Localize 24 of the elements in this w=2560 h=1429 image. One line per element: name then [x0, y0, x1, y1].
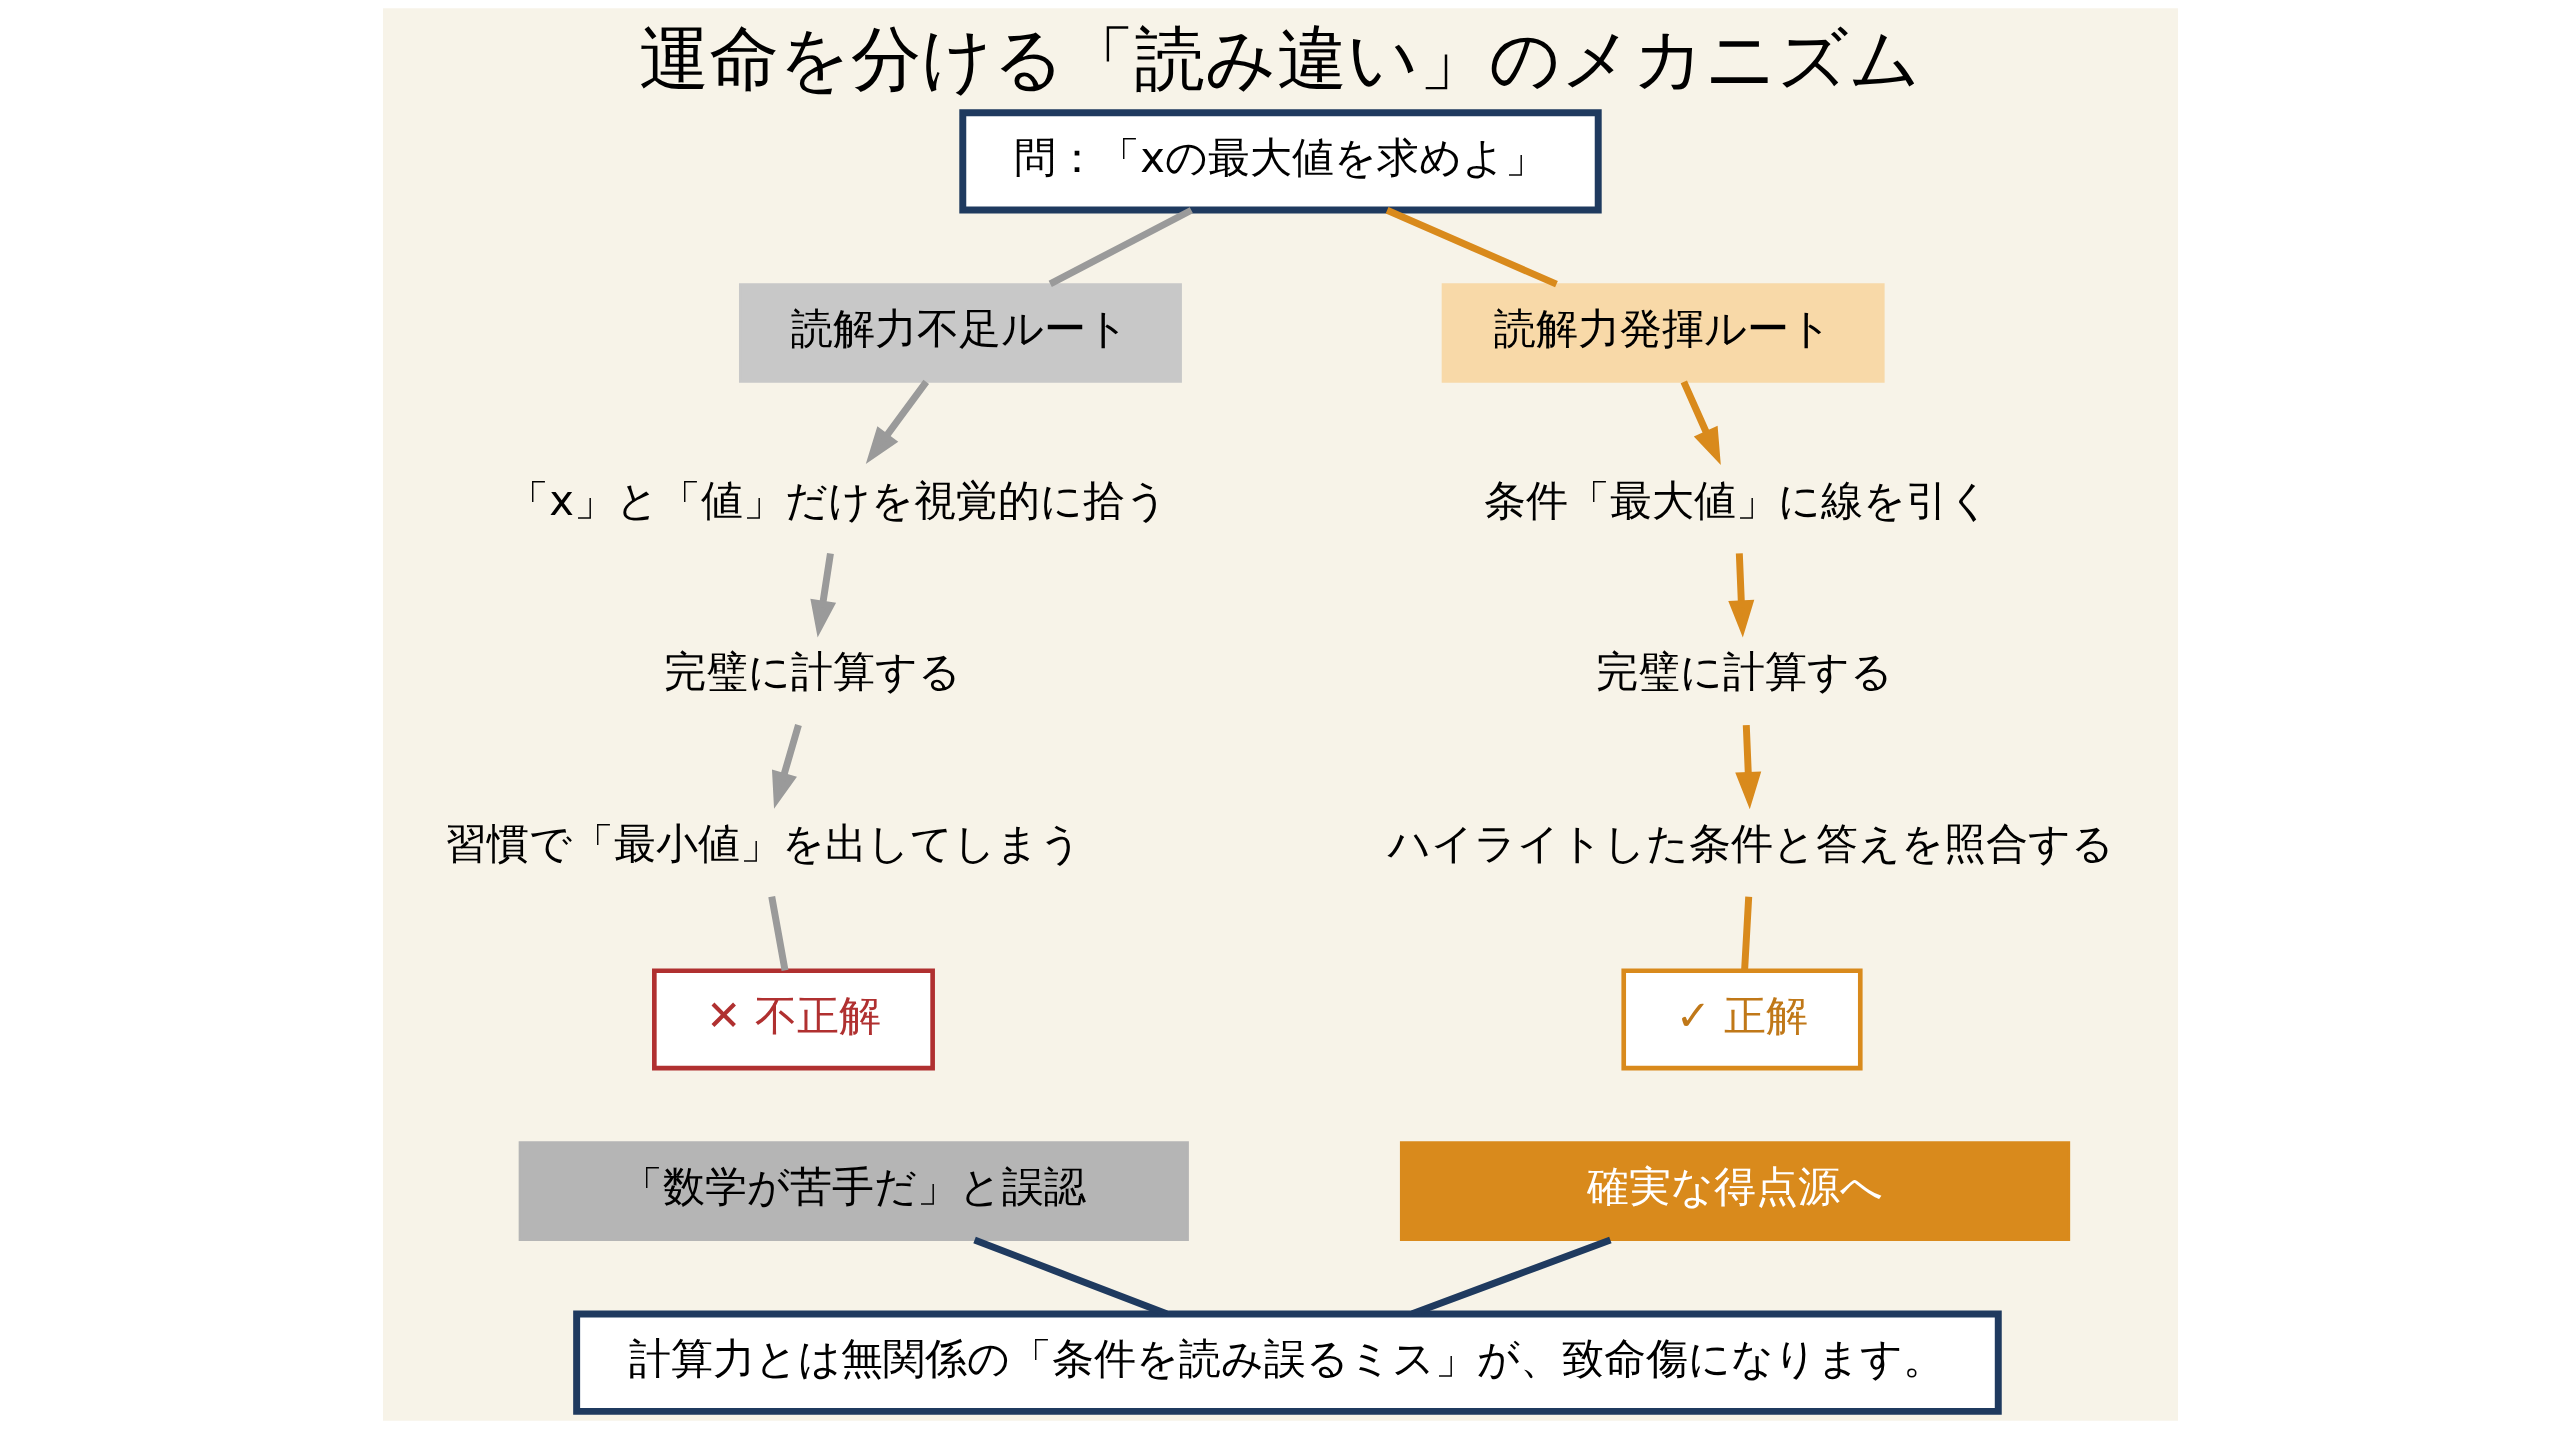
diagram-title: 運命を分ける「読み違い」のメカニズム [639, 17, 1921, 99]
arrow [771, 724, 802, 809]
node-box: 「数学が苦手だ」と誤認 [518, 1141, 1189, 1241]
connector [1048, 207, 1193, 287]
node-text: ハイライトした条件と答えを照合する [1387, 819, 2114, 869]
node-text: 「x」と「値」だけを視覚的に拾う [506, 475, 1168, 525]
arrow [1734, 724, 1761, 810]
connector [1385, 207, 1558, 288]
arrow [1680, 380, 1721, 466]
node-box: ✓ 正解 [1620, 968, 1863, 1071]
node-text: 条件「最大値」に線を引く [1483, 475, 1991, 525]
node-text: 完璧に計算する [663, 647, 961, 697]
node-box: ✕ 不正解 [651, 968, 935, 1071]
arrow [809, 552, 836, 638]
connector [1740, 896, 1752, 971]
node-box: 確実な得点源へ [1399, 1141, 2070, 1241]
node-box: 計算力とは無関係の「条件を読み誤るミス」が、致命傷になります。 [572, 1310, 2002, 1415]
node-box: 問：「xの最大値を求めよ」 [958, 109, 1602, 214]
node-text: 完璧に計算する [1595, 647, 1893, 697]
arrow [865, 379, 929, 464]
node-text: 習慣で「最小値」を出してしまう [444, 819, 1082, 869]
node-box: 読解力不足ルート [738, 283, 1182, 383]
node-box: 読解力発揮ルート [1441, 283, 1885, 383]
connector [767, 896, 788, 971]
